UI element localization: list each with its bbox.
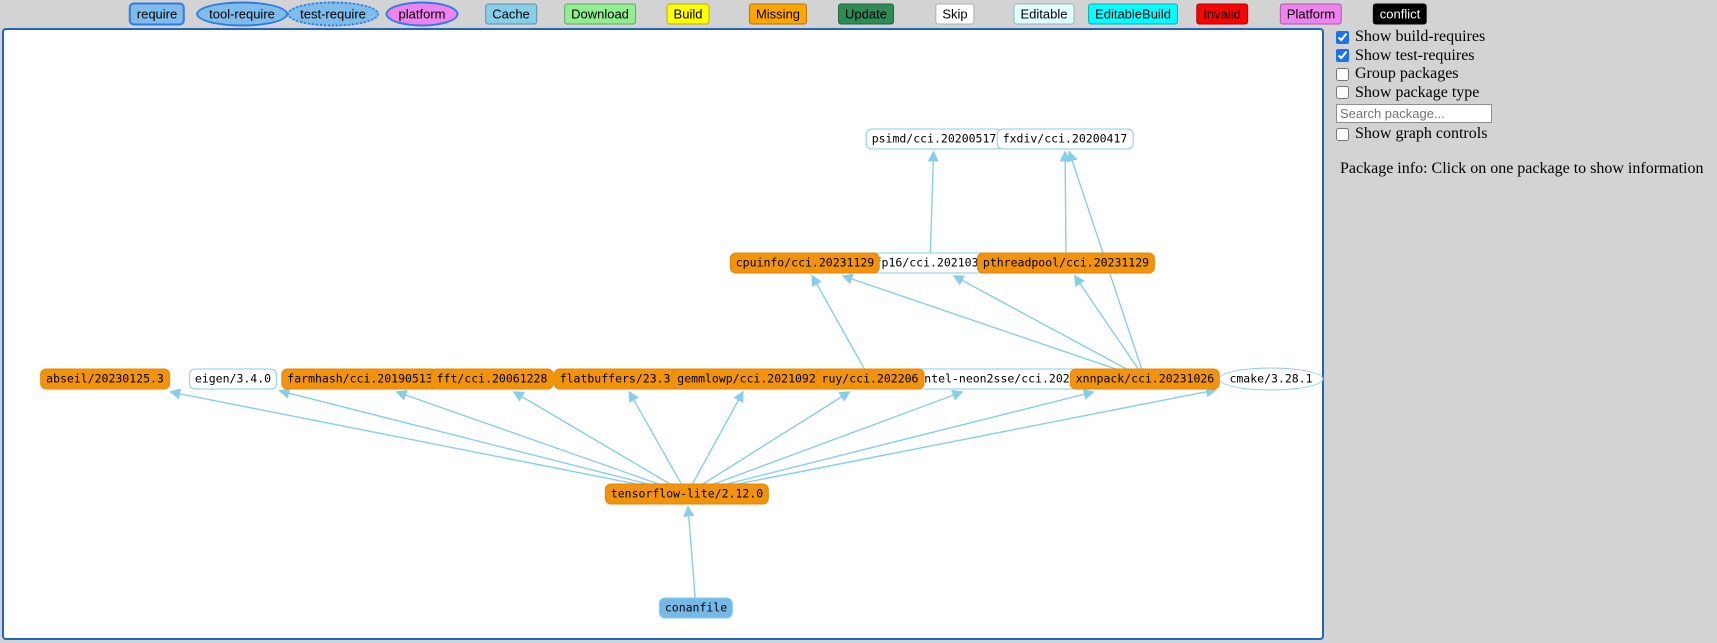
show-package-type-checkbox[interactable] — [1336, 86, 1349, 100]
edge-ruy-to-cpuinfo — [811, 274, 871, 380]
legend-item-editable: Editable — [1013, 3, 1075, 25]
legend-item-download: Download — [564, 3, 636, 25]
edge-fp16-to-psimd — [927, 150, 939, 264]
package-node-tflite[interactable]: tensorflow-lite/2.12.0 — [604, 483, 770, 505]
checkbox-label: Show package type — [1355, 83, 1480, 101]
legend-item-platform: Platform — [1279, 3, 1343, 25]
edge-tflite-to-cmake — [686, 386, 1218, 495]
legend-item-editablebuild: EditableBuild — [1088, 3, 1178, 25]
package-node-farmhash[interactable]: farmhash/cci.20190513 — [281, 368, 439, 390]
control-row: Group packages — [1336, 65, 1717, 84]
legend-item-update: Update — [838, 3, 894, 25]
legend-item-conflict: conflict — [1372, 3, 1428, 25]
checkbox-label: Show graph controls — [1355, 125, 1488, 143]
package-node-conanfile[interactable]: conanfile — [658, 597, 734, 619]
legend-item-invalid: Invalid — [1196, 3, 1248, 25]
show-build-requires-checkbox[interactable] — [1336, 30, 1349, 44]
control-row: Show test-requires — [1336, 47, 1717, 66]
edge-xnnpack-to-pthreadpool — [1073, 274, 1146, 380]
edge-tflite-to-eigen — [278, 387, 688, 495]
show-graph-controls-checkbox[interactable] — [1336, 127, 1349, 141]
control-row: Show package type — [1336, 84, 1717, 103]
package-node-psimd[interactable]: psimd/cci.20200517 — [865, 128, 1003, 150]
edge-tflite-to-flatbuffers — [628, 390, 688, 495]
edge-pthreadpool-to-fxdiv — [1059, 150, 1071, 264]
legend-item-require: require — [128, 2, 186, 26]
checkbox-label: Show test-requires — [1355, 46, 1475, 64]
package-node-fp16[interactable]: fp16/cci.2021032 — [868, 252, 992, 274]
edge-xnnpack-to-fp16 — [952, 275, 1146, 380]
package-node-ruy[interactable]: ruy/cci.202206 — [815, 368, 925, 390]
edge-tflite-to-ruy — [686, 391, 851, 495]
package-node-cmake[interactable]: cmake/3.28.1 — [1218, 367, 1324, 391]
legend-item-skip: Skip — [935, 3, 975, 25]
legend-item-tool-require: tool-require — [196, 1, 288, 27]
search-package-input[interactable] — [1336, 104, 1492, 123]
package-node-pthreadpool[interactable]: pthreadpool/cci.20231129 — [976, 252, 1156, 274]
edge-tflite-to-neon2sse — [686, 390, 964, 495]
package-node-fxdiv[interactable]: fxdiv/cci.20200417 — [996, 128, 1134, 150]
edge-tflite-to-xnnpack — [686, 388, 1095, 495]
legend-item-cache: Cache — [485, 3, 537, 25]
checkbox-label: Group packages — [1355, 65, 1459, 83]
package-node-fft[interactable]: fft/cci.20061228 — [430, 368, 554, 390]
edge-conanfile-to-tflite — [683, 505, 697, 609]
edge-tflite-to-farmhash — [395, 389, 688, 495]
control-row: Show build-requires — [1336, 28, 1717, 47]
graph-edges — [169, 150, 1218, 609]
package-node-cpuinfo[interactable]: cpuinfo/cci.20231129 — [729, 252, 881, 274]
package-node-eigen[interactable]: eigen/3.4.0 — [188, 368, 278, 390]
package-node-neon2sse[interactable]: intel-neon2sse/cci.2021 — [911, 368, 1083, 390]
package-info-text: Package info: Click on one package to sh… — [1340, 159, 1704, 177]
package-node-gemmlowp[interactable]: gemmlowp/cci.20210928 — [671, 368, 829, 390]
package-node-flatbuffers[interactable]: flatbuffers/23.3.3 — [553, 368, 691, 390]
group-packages-checkbox[interactable] — [1336, 67, 1349, 81]
show-test-requires-checkbox[interactable] — [1336, 49, 1349, 63]
legend-item-test-require: test-require — [287, 1, 379, 27]
edge-tflite-to-gemmlowp — [686, 390, 744, 495]
package-node-abseil[interactable]: abseil/20230125.3 — [40, 368, 170, 390]
legend-item-build: Build — [666, 3, 710, 25]
legend-item-missing: Missing — [748, 3, 808, 25]
edge-xnnpack-to-cpuinfo — [841, 273, 1146, 380]
checkbox-label: Show build-requires — [1355, 28, 1486, 46]
control-row: Show graph controls — [1336, 125, 1717, 144]
edge-tflite-to-fft — [512, 391, 688, 495]
legend-item-platform: platform — [385, 1, 459, 27]
edge-tflite-to-abseil — [169, 388, 688, 495]
package-node-xnnpack[interactable]: xnnpack/cci.20231026 — [1069, 368, 1221, 390]
